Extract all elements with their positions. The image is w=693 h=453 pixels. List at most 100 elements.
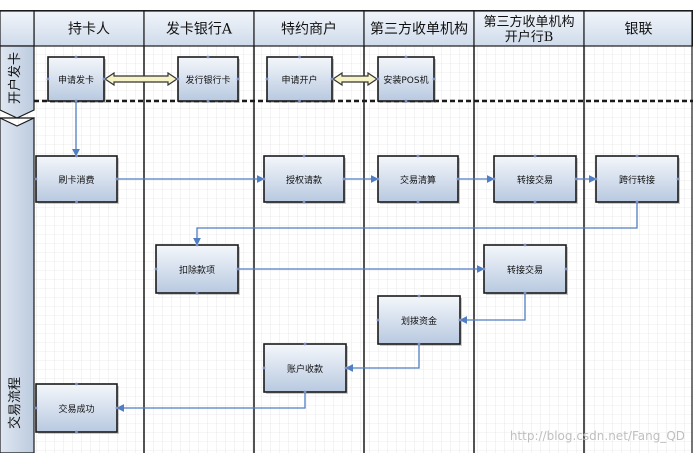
connection-point: [34, 406, 38, 410]
connection-point: [265, 77, 269, 81]
connection-point: [523, 291, 527, 295]
connection-point: [298, 99, 301, 103]
edges: [72, 71, 638, 412]
node-label: 扣除款项: [179, 264, 215, 276]
connection-point: [533, 200, 537, 204]
connection-point: [456, 177, 460, 181]
connection-point: [417, 342, 421, 346]
node-label: 转接交易: [507, 264, 543, 276]
process-node-success[interactable]: 交易成功: [34, 382, 119, 434]
connection-point: [404, 99, 408, 103]
connection-point: [75, 430, 78, 434]
process-node-transfer-b2[interactable]: 转接交易: [482, 243, 568, 295]
phase-cell: [0, 45, 35, 119]
process-node-deduct[interactable]: 扣除款项: [154, 243, 240, 295]
phase-label: 交易流程: [7, 377, 23, 429]
connection-point: [46, 77, 50, 81]
connection-point: [195, 243, 199, 247]
node-label: 跨行转接: [619, 174, 655, 186]
column-header-label: 开户行B: [505, 29, 554, 45]
column-header-bg: [33, 10, 145, 47]
connection-point: [404, 55, 408, 59]
node-label: 刷卡消费: [58, 174, 94, 186]
node-label: 交易成功: [58, 403, 94, 415]
node-label: 交易清算: [400, 174, 436, 186]
process-nodes: 申请发卡发行银行卡申请开户安装POS机刷卡消费授权请款交易清算转接交易跨行转接扣…: [34, 55, 680, 434]
connection-point: [635, 154, 639, 158]
connection-point: [594, 177, 598, 181]
connection-point: [303, 390, 307, 394]
flow-arrow: [459, 293, 526, 324]
process-node-receive[interactable]: 账户收款: [262, 342, 348, 394]
connection-point: [303, 342, 307, 346]
node-label: 申请开户: [281, 74, 317, 86]
connection-point: [302, 154, 306, 158]
node-label: 发行银行卡: [185, 74, 230, 86]
connection-point: [102, 77, 106, 81]
connection-point: [75, 200, 78, 204]
process-node-install-pos[interactable]: 安装POS机: [376, 55, 436, 103]
flow-arrow: [345, 344, 420, 372]
connection-point: [458, 318, 462, 322]
connection-point: [74, 55, 78, 59]
watermark-layer: http://blog.csdn.net/Fang_QD: [510, 429, 685, 443]
connection-point: [262, 177, 266, 181]
process-node-transfer-b[interactable]: 转接交易: [492, 154, 578, 204]
process-node-settle[interactable]: 交易清算: [376, 154, 460, 204]
connection-point: [482, 267, 486, 271]
connection-point: [75, 154, 78, 158]
connection-point: [376, 177, 380, 181]
connection-point: [74, 99, 78, 103]
column-header-bg: [473, 10, 585, 47]
process-node-swipe[interactable]: 刷卡消费: [34, 154, 119, 204]
connection-point: [236, 77, 240, 81]
connection-point: [115, 177, 119, 181]
process-node-authorize[interactable]: 授权请款: [262, 154, 346, 204]
connection-point: [206, 55, 210, 59]
column-header-label: 第三方收单机构: [483, 14, 574, 30]
process-node-apply-account[interactable]: 申请开户: [265, 55, 334, 103]
node-label: 申请发卡: [58, 74, 94, 86]
column-header-label: 第三方收单机构: [370, 21, 468, 38]
connection-point: [302, 200, 306, 204]
node-label: 账户收款: [287, 363, 323, 375]
column-header-bg: [253, 10, 365, 47]
process-node-allocate[interactable]: 划拨资金: [376, 294, 462, 346]
connection-point: [574, 177, 578, 181]
node-label: 授权请款: [286, 174, 322, 186]
column-header-label: 发卡银行A: [166, 22, 233, 38]
process-node-apply-card[interactable]: 申请发卡: [46, 55, 106, 103]
column-header-label: 银联: [625, 22, 653, 38]
connection-point: [676, 177, 680, 181]
connection-point: [564, 267, 568, 271]
flow-arrow: [193, 202, 638, 246]
connection-point: [344, 366, 348, 370]
connection-point: [376, 77, 380, 81]
process-node-issue-bank[interactable]: 发行银行卡: [176, 55, 240, 103]
connection-point: [417, 294, 421, 298]
node-label: 安装POS机: [383, 74, 428, 86]
connection-point: [330, 77, 334, 81]
connection-point: [154, 267, 158, 271]
process-node-interbank[interactable]: 跨行转接: [594, 154, 680, 204]
node-label: 划拨资金: [401, 315, 437, 327]
connection-point: [236, 267, 240, 271]
watermark: http://blog.csdn.net/Fang_QD: [510, 429, 685, 443]
connection-point: [206, 99, 210, 103]
column-header-bg: [583, 10, 693, 47]
connection-point: [635, 200, 639, 204]
phase-label: 开户发卡: [7, 52, 23, 104]
connection-point: [416, 200, 420, 204]
connection-point: [75, 382, 78, 386]
connection-point: [34, 177, 38, 181]
node-label: 转接交易: [517, 174, 553, 186]
column-header-bg: [363, 10, 475, 47]
phase-cell: [0, 117, 35, 453]
connection-point: [176, 77, 180, 81]
connection-point: [416, 154, 420, 158]
connection-point: [262, 366, 266, 370]
connection-point: [376, 318, 380, 322]
connection-point: [115, 406, 119, 410]
